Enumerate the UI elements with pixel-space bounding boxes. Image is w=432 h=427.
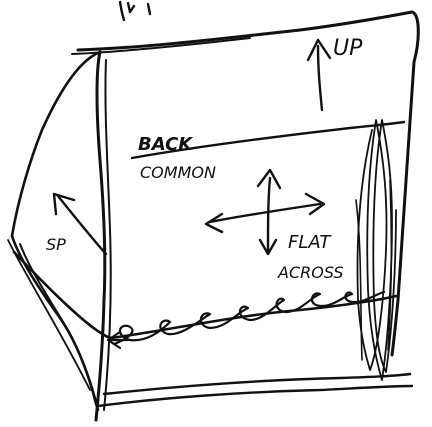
label-side: SP — [46, 235, 66, 254]
box-front-right-edge — [392, 62, 414, 355]
up-arrow — [308, 40, 330, 110]
cross-arrow-horizontal — [206, 194, 324, 232]
top-edge-stroke — [120, 2, 150, 20]
label-up: UP — [333, 36, 363, 61]
label-across: ACROSS — [277, 263, 344, 282]
bottom-scribble-loops — [114, 292, 384, 344]
label-common: COMMON — [140, 163, 216, 182]
box-base-line-2 — [104, 374, 410, 394]
label-back: BACK — [138, 134, 194, 155]
bottom-scribble-arrow — [108, 332, 128, 348]
box-front-left-edge — [96, 52, 105, 420]
box-top-edge — [78, 12, 418, 62]
label-flat: FLAT — [288, 232, 332, 253]
right-scribble — [358, 120, 396, 380]
